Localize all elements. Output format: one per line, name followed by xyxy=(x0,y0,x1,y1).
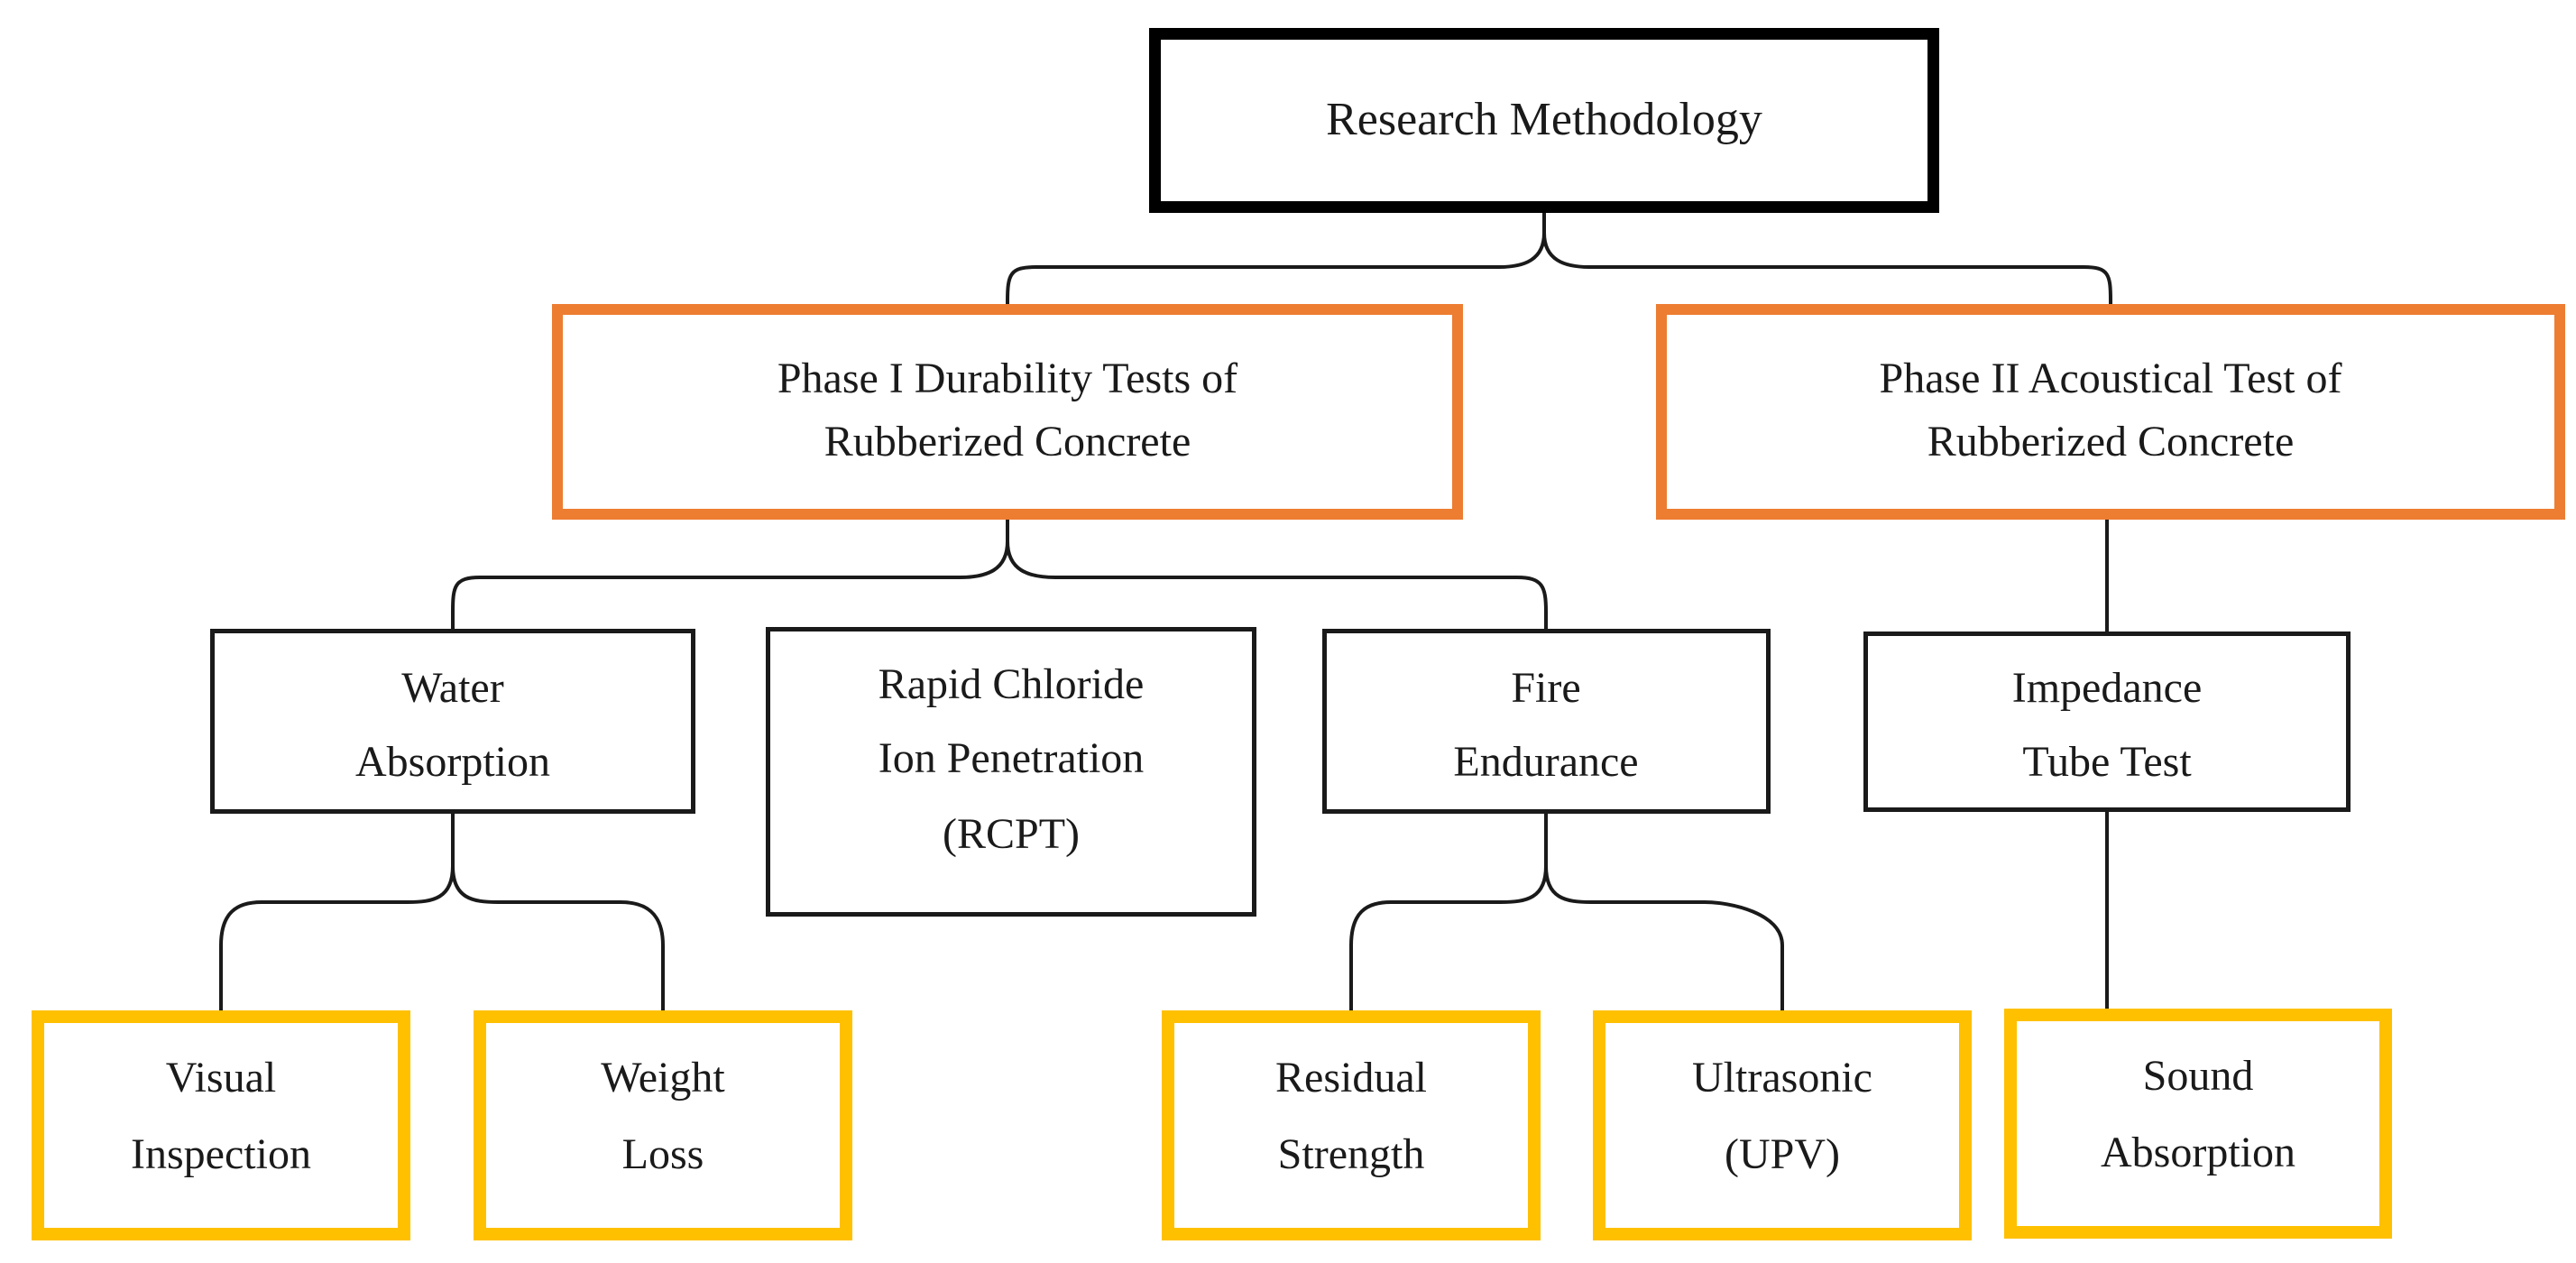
fire-endurance-label-line-1: Fire xyxy=(1511,664,1580,712)
phase2-label-line-1: Phase II Acoustical Test of xyxy=(1880,355,2342,402)
water-absorption-label-line-2: Absorption xyxy=(355,738,550,786)
phase1-label-line-1: Phase I Durability Tests of xyxy=(777,355,1237,402)
impedance-tube-label-line-1: Impedance xyxy=(2012,664,2203,712)
node-phase-i-durability[interactable]: Phase I Durability Tests of Rubberized C… xyxy=(552,304,1463,520)
residual-strength-box xyxy=(1162,1010,1541,1240)
edge-fire-endurance-to-residual-strength xyxy=(1349,814,1548,1010)
impedance-tube-box xyxy=(1863,632,2351,812)
node-residual-strength[interactable]: Residual Strength xyxy=(1162,1010,1541,1240)
edge-root-to-phase2 xyxy=(1542,213,2112,304)
fire-endurance-label-line-2: Endurance xyxy=(1453,738,1638,786)
fire-endurance-box xyxy=(1322,629,1771,814)
ultrasonic-upv-box xyxy=(1593,1010,1972,1240)
rcpt-label-line-1: Rapid Chloride xyxy=(879,660,1145,708)
visual-inspection-label-line-2: Inspection xyxy=(131,1130,311,1178)
phase1-box xyxy=(552,304,1463,520)
node-weight-loss[interactable]: Weight Loss xyxy=(474,1010,852,1240)
ultrasonic-upv-label-line-1: Ultrasonic xyxy=(1692,1054,1872,1102)
visual-inspection-label-line-1: Visual xyxy=(166,1054,276,1102)
edge-water-absorption-to-weight-loss xyxy=(451,814,665,1010)
connector-layer xyxy=(219,213,2112,1012)
rcpt-box xyxy=(766,627,1256,917)
water-absorption-box xyxy=(210,629,695,814)
weight-loss-box xyxy=(474,1010,852,1240)
edge-fire-endurance-to-ultrasonic-upv xyxy=(1544,814,1784,1010)
edge-phase1-to-fire-endurance xyxy=(1006,520,1548,629)
node-impedance-tube-test[interactable]: Impedance Tube Test xyxy=(1863,632,2351,812)
weight-loss-label-line-2: Loss xyxy=(622,1130,704,1178)
residual-strength-label-line-1: Residual xyxy=(1275,1054,1427,1102)
ultrasonic-upv-label-line-2: (UPV) xyxy=(1725,1130,1840,1178)
rcpt-label-line-2: Ion Penetration xyxy=(879,734,1145,782)
weight-loss-label-line-1: Weight xyxy=(601,1054,725,1102)
phase1-label-line-2: Rubberized Concrete xyxy=(824,418,1191,466)
visual-inspection-box xyxy=(32,1010,410,1240)
rcpt-label-line-3: (RCPT) xyxy=(943,810,1080,858)
root-label-line-1: Research Methodology xyxy=(1326,94,1762,145)
sound-absorption-label-line-1: Sound xyxy=(2143,1052,2254,1100)
water-absorption-label-line-1: Water xyxy=(401,664,503,712)
impedance-tube-label-line-2: Tube Test xyxy=(2022,738,2192,786)
phase2-box xyxy=(1656,304,2565,520)
node-rapid-chloride-ion-penetration[interactable]: Rapid Chloride Ion Penetration (RCPT) xyxy=(766,627,1256,917)
sound-absorption-label-line-2: Absorption xyxy=(2101,1129,2295,1176)
edge-phase1-to-water-absorption xyxy=(451,520,1009,629)
node-water-absorption[interactable]: Water Absorption xyxy=(210,629,695,814)
node-fire-endurance[interactable]: Fire Endurance xyxy=(1322,629,1771,814)
phase2-label-line-2: Rubberized Concrete xyxy=(1927,418,2295,466)
edge-root-to-phase1 xyxy=(1006,213,1546,304)
node-phase-ii-acoustical[interactable]: Phase II Acoustical Test of Rubberized C… xyxy=(1656,304,2565,520)
residual-strength-label-line-2: Strength xyxy=(1278,1130,1425,1178)
node-research-methodology[interactable]: Research Methodology xyxy=(1149,28,1939,213)
sound-absorption-box xyxy=(2004,1009,2392,1239)
node-sound-absorption[interactable]: Sound Absorption xyxy=(2004,1009,2392,1239)
node-ultrasonic-upv[interactable]: Ultrasonic (UPV) xyxy=(1593,1010,1972,1240)
node-visual-inspection[interactable]: Visual Inspection xyxy=(32,1010,410,1240)
root-box xyxy=(1149,28,1939,213)
edge-water-absorption-to-visual-inspection xyxy=(219,814,455,1010)
